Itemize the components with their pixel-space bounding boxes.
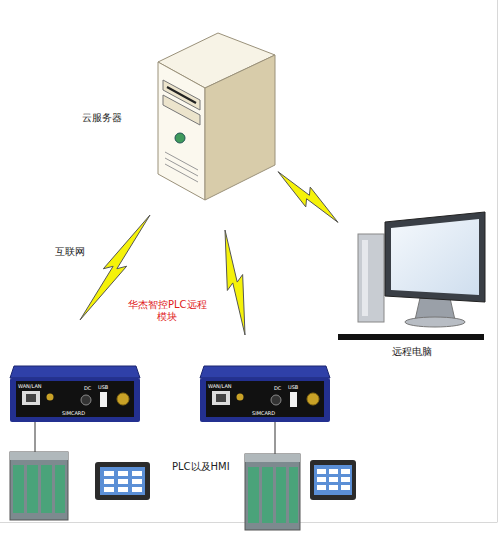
hmi-icon	[95, 462, 150, 500]
vent-line	[165, 164, 198, 182]
drive-bay	[163, 95, 200, 125]
server-node: 云服务器	[150, 35, 278, 200]
antenna-connector	[307, 393, 319, 405]
module-panel	[16, 381, 134, 417]
ethernet-port	[22, 391, 40, 405]
device-label: PLC以及HMI	[172, 461, 230, 473]
module-top	[10, 366, 140, 378]
port-label: DC	[84, 385, 91, 391]
hmi-button	[341, 485, 350, 490]
cloud-server-icon	[158, 33, 275, 200]
drive-slot	[167, 87, 196, 103]
plc-remote-module	[200, 366, 330, 422]
remote-pc-icon	[338, 212, 485, 340]
plc-body	[245, 454, 300, 530]
hmi-button	[341, 477, 350, 482]
plc-top	[245, 454, 300, 462]
plc-icon	[10, 452, 68, 520]
dc-jack	[271, 395, 281, 405]
antenna-connector	[117, 393, 129, 405]
pc-tower-face	[362, 240, 368, 316]
pc-node: 远程电脑	[338, 210, 486, 360]
port-label: SIMCARD	[252, 410, 275, 416]
hmi-button	[329, 477, 338, 482]
port-label: DC	[274, 385, 281, 391]
plc-icon	[245, 454, 300, 530]
lightning-bolt	[225, 230, 245, 335]
plc-module	[248, 467, 259, 523]
hmi-button	[329, 469, 338, 474]
hmi-button	[317, 485, 326, 490]
hmi-button	[132, 487, 142, 492]
lightning-link	[278, 172, 338, 223]
hmi-button	[104, 487, 114, 492]
plc-module	[262, 467, 273, 523]
hmi-button	[118, 479, 128, 484]
frame-line	[497, 0, 498, 522]
hmi-button	[132, 471, 142, 476]
port-label: WAN/LAN	[18, 383, 42, 389]
hmi-screen	[100, 467, 145, 495]
plc-module	[27, 465, 38, 513]
plc-top	[10, 452, 68, 460]
antenna-connector	[237, 394, 244, 401]
network-label: 互联网	[55, 246, 85, 258]
node-label: 远程电脑	[392, 346, 432, 358]
module-label: 华杰智控PLC远程 模块	[128, 299, 207, 323]
plc-module	[55, 465, 65, 513]
hmi-button	[118, 471, 128, 476]
hmi-button	[118, 487, 128, 492]
plc-module	[289, 467, 298, 523]
hmi-frame	[95, 462, 150, 500]
monitor-bezel	[385, 212, 485, 302]
caption-bar	[338, 334, 484, 340]
power-led	[175, 133, 185, 143]
server-side	[205, 55, 275, 200]
port-label: WAN/LAN	[208, 383, 232, 389]
dc-jack	[81, 395, 91, 405]
usb-port	[290, 392, 297, 407]
usb-port	[100, 392, 107, 407]
plc-module	[13, 465, 24, 513]
hmi-button	[317, 469, 326, 474]
hmi-frame	[310, 460, 356, 500]
pc-tower	[358, 234, 384, 322]
plc-remote-module	[10, 366, 140, 422]
hmi-screen	[314, 465, 352, 495]
plc-module	[41, 465, 52, 513]
hmi-button	[329, 485, 338, 490]
port-label: SIMCARD	[62, 410, 85, 416]
monitor-screen	[391, 219, 479, 295]
hmi-icon	[310, 460, 356, 500]
hmi-button	[341, 469, 350, 474]
monitor-base	[405, 317, 465, 327]
server-front	[158, 62, 205, 200]
plc-body	[10, 452, 68, 520]
lightning-bolt	[278, 172, 338, 223]
hmi-button	[132, 479, 142, 484]
port-label: USB	[288, 384, 298, 390]
ethernet-port	[212, 391, 230, 405]
hmi-button	[104, 479, 114, 484]
module-front	[10, 378, 140, 422]
antenna-connector	[47, 394, 54, 401]
plc-module	[276, 467, 286, 523]
module-top	[200, 366, 330, 378]
node-label: 云服务器	[82, 112, 122, 124]
ethernet-socket	[216, 394, 226, 402]
hmi-button	[104, 471, 114, 476]
port-label: USB	[98, 384, 108, 390]
module-front	[200, 378, 330, 422]
cable-wire	[35, 422, 36, 452]
hmi-button	[317, 477, 326, 482]
cable-wire	[275, 422, 276, 454]
ethernet-socket	[26, 394, 36, 402]
module-panel	[206, 381, 324, 417]
